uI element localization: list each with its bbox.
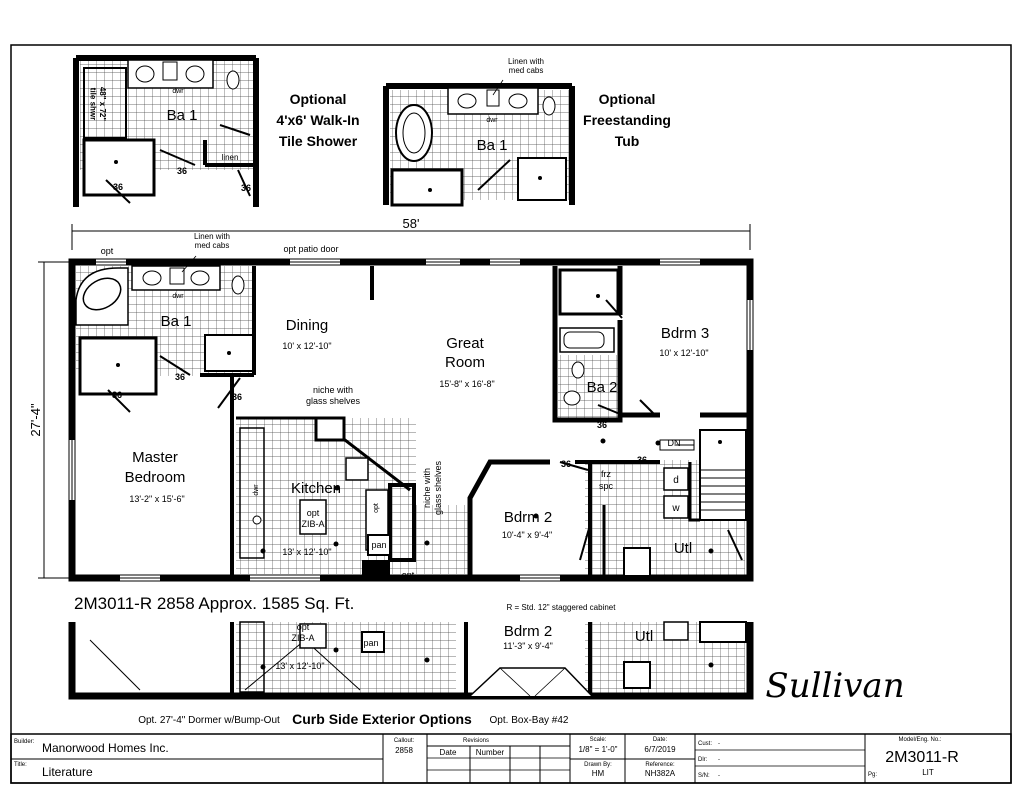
kitchen-name: Kitchen bbox=[291, 480, 341, 497]
main-opt-window: opt bbox=[101, 246, 114, 256]
overall-depth: 27'-4" bbox=[28, 403, 43, 437]
opt-patio-door: opt patio door bbox=[283, 244, 338, 254]
tb-rev-number: Number bbox=[476, 748, 505, 757]
ba2-door-36: 36 bbox=[597, 420, 607, 430]
inset1-ba1: Ba 1 bbox=[167, 107, 198, 124]
great-room-size: 15'-8" x 16'-8" bbox=[439, 379, 494, 389]
main-door-36a: 36 bbox=[175, 372, 185, 382]
tb-date: 6/7/2019 bbox=[644, 745, 676, 754]
main-floor-plan bbox=[68, 258, 754, 582]
dining-size: 10' x 12'-10" bbox=[282, 341, 331, 351]
signature: Sullivan bbox=[765, 666, 904, 706]
cabinet-note: R = Std. 12" staggered cabinet bbox=[507, 603, 617, 612]
tb-callout: 2858 bbox=[395, 746, 413, 755]
tb-model: 2M3011-R bbox=[885, 749, 959, 766]
bdrm3-name: Bdrm 3 bbox=[661, 325, 709, 342]
stairs-dn: DN bbox=[668, 438, 681, 448]
master-bedroom-size: 13'-2" x 15'-6" bbox=[129, 494, 184, 504]
title-block bbox=[10, 733, 1012, 784]
main-door-36c: 36 bbox=[232, 392, 242, 402]
optional-shower-inset: 48" x 72"tile shwr dwr Ba 1 linen 36 36 … bbox=[73, 55, 259, 207]
inset2-ba1: Ba 1 bbox=[477, 137, 508, 154]
dining-name: Dining bbox=[286, 317, 329, 334]
niche-vertical: niche withglass shelves bbox=[422, 460, 443, 515]
tb-builder-label: Builder: bbox=[14, 739, 35, 745]
main-dwr: dwr bbox=[172, 293, 184, 300]
tb-model-label: Model/Eng. No.: bbox=[898, 737, 941, 743]
ext-bdrm2-name: Bdrm 2 bbox=[504, 623, 552, 640]
tb-rev-date: Date bbox=[440, 748, 457, 757]
main-ba1: Ba 1 bbox=[161, 313, 192, 330]
tb-date-label: Date: bbox=[653, 737, 668, 743]
ext-kitchen-size: 13' x 12'-10" bbox=[275, 661, 324, 671]
bdrm2-size: 10'-4" x 9'-4" bbox=[502, 530, 552, 540]
tb-pg: LIT bbox=[922, 768, 934, 777]
inset2-dwr: dwr bbox=[486, 117, 498, 124]
kitchen-size: 13' x 12'-10" bbox=[282, 547, 331, 557]
inset1-linen: linen bbox=[222, 153, 239, 162]
tb-drawn: HM bbox=[592, 769, 605, 778]
dimension-width: 58' bbox=[71, 216, 751, 250]
tb-scale-label: Scale: bbox=[590, 737, 607, 743]
overall-width: 58' bbox=[403, 216, 420, 231]
tb-cust-label: Cust: bbox=[698, 741, 712, 747]
ba2-name: Ba 2 bbox=[587, 379, 618, 396]
ext-pan: pan bbox=[363, 638, 378, 648]
inset1-door-36b: 36 bbox=[113, 182, 123, 192]
bdrm3-size: 10' x 12'-10" bbox=[659, 348, 708, 358]
tb-dlr: - bbox=[718, 757, 720, 763]
inset1-dwr: dwr bbox=[172, 88, 184, 95]
ext-utl: Utl bbox=[635, 628, 653, 645]
curb-side-title: Curb Side Exterior Options bbox=[292, 711, 472, 727]
ext-bdrm2-size: 11'-3" x 9'-4" bbox=[503, 641, 553, 651]
tb-callout-label: Callout: bbox=[394, 738, 415, 744]
kitchen-opt-dw: opt bbox=[373, 503, 380, 513]
tb-ref-label: Reference: bbox=[645, 762, 675, 768]
tb-scale: 1/8" = 1'-0" bbox=[578, 745, 617, 754]
tb-title: Literature bbox=[42, 765, 93, 779]
model-title: 2M3011-R 2858 Approx. 1585 Sq. Ft. bbox=[74, 594, 354, 613]
tb-ref: NH382A bbox=[645, 769, 676, 778]
dormer-option: Opt. 27'-4" Dormer w/Bump-Out bbox=[138, 715, 280, 726]
kitchen-pan: pan bbox=[371, 540, 386, 550]
kitchen-dwr: dwr bbox=[253, 484, 260, 496]
dryer-label: d bbox=[673, 475, 679, 486]
tb-title-label: Title: bbox=[14, 762, 27, 768]
washer-label: w bbox=[671, 503, 680, 514]
bottom-opt: opt bbox=[402, 570, 415, 580]
bdrm2-door-36: 36 bbox=[561, 459, 571, 469]
tb-revisions: Revisions bbox=[463, 738, 489, 744]
tb-cust: - bbox=[718, 741, 720, 747]
inset1-door-36c: 36 bbox=[241, 183, 251, 193]
tb-sn-label: S/N: bbox=[698, 773, 710, 779]
tb-pg-label: Pg: bbox=[868, 772, 877, 778]
tb-drawn-label: Drawn By: bbox=[584, 762, 612, 768]
inset1-door-36a: 36 bbox=[177, 166, 187, 176]
boxbay-option: Opt. Box-Bay #42 bbox=[490, 715, 569, 726]
utl-door-36: 36 bbox=[637, 455, 647, 465]
tb-sn: - bbox=[718, 773, 720, 779]
dimension-depth: 27'-4" bbox=[28, 261, 70, 579]
tb-builder: Manorwood Homes Inc. bbox=[42, 741, 169, 755]
utl-name: Utl bbox=[674, 540, 692, 557]
tb-dlr-label: Dlr: bbox=[698, 757, 708, 763]
shower-size-label: 48" x 72"tile shwr bbox=[88, 87, 107, 121]
curb-side-options bbox=[68, 621, 754, 700]
bdrm2-name: Bdrm 2 bbox=[504, 509, 552, 526]
main-door-36b: 36 bbox=[112, 390, 122, 400]
